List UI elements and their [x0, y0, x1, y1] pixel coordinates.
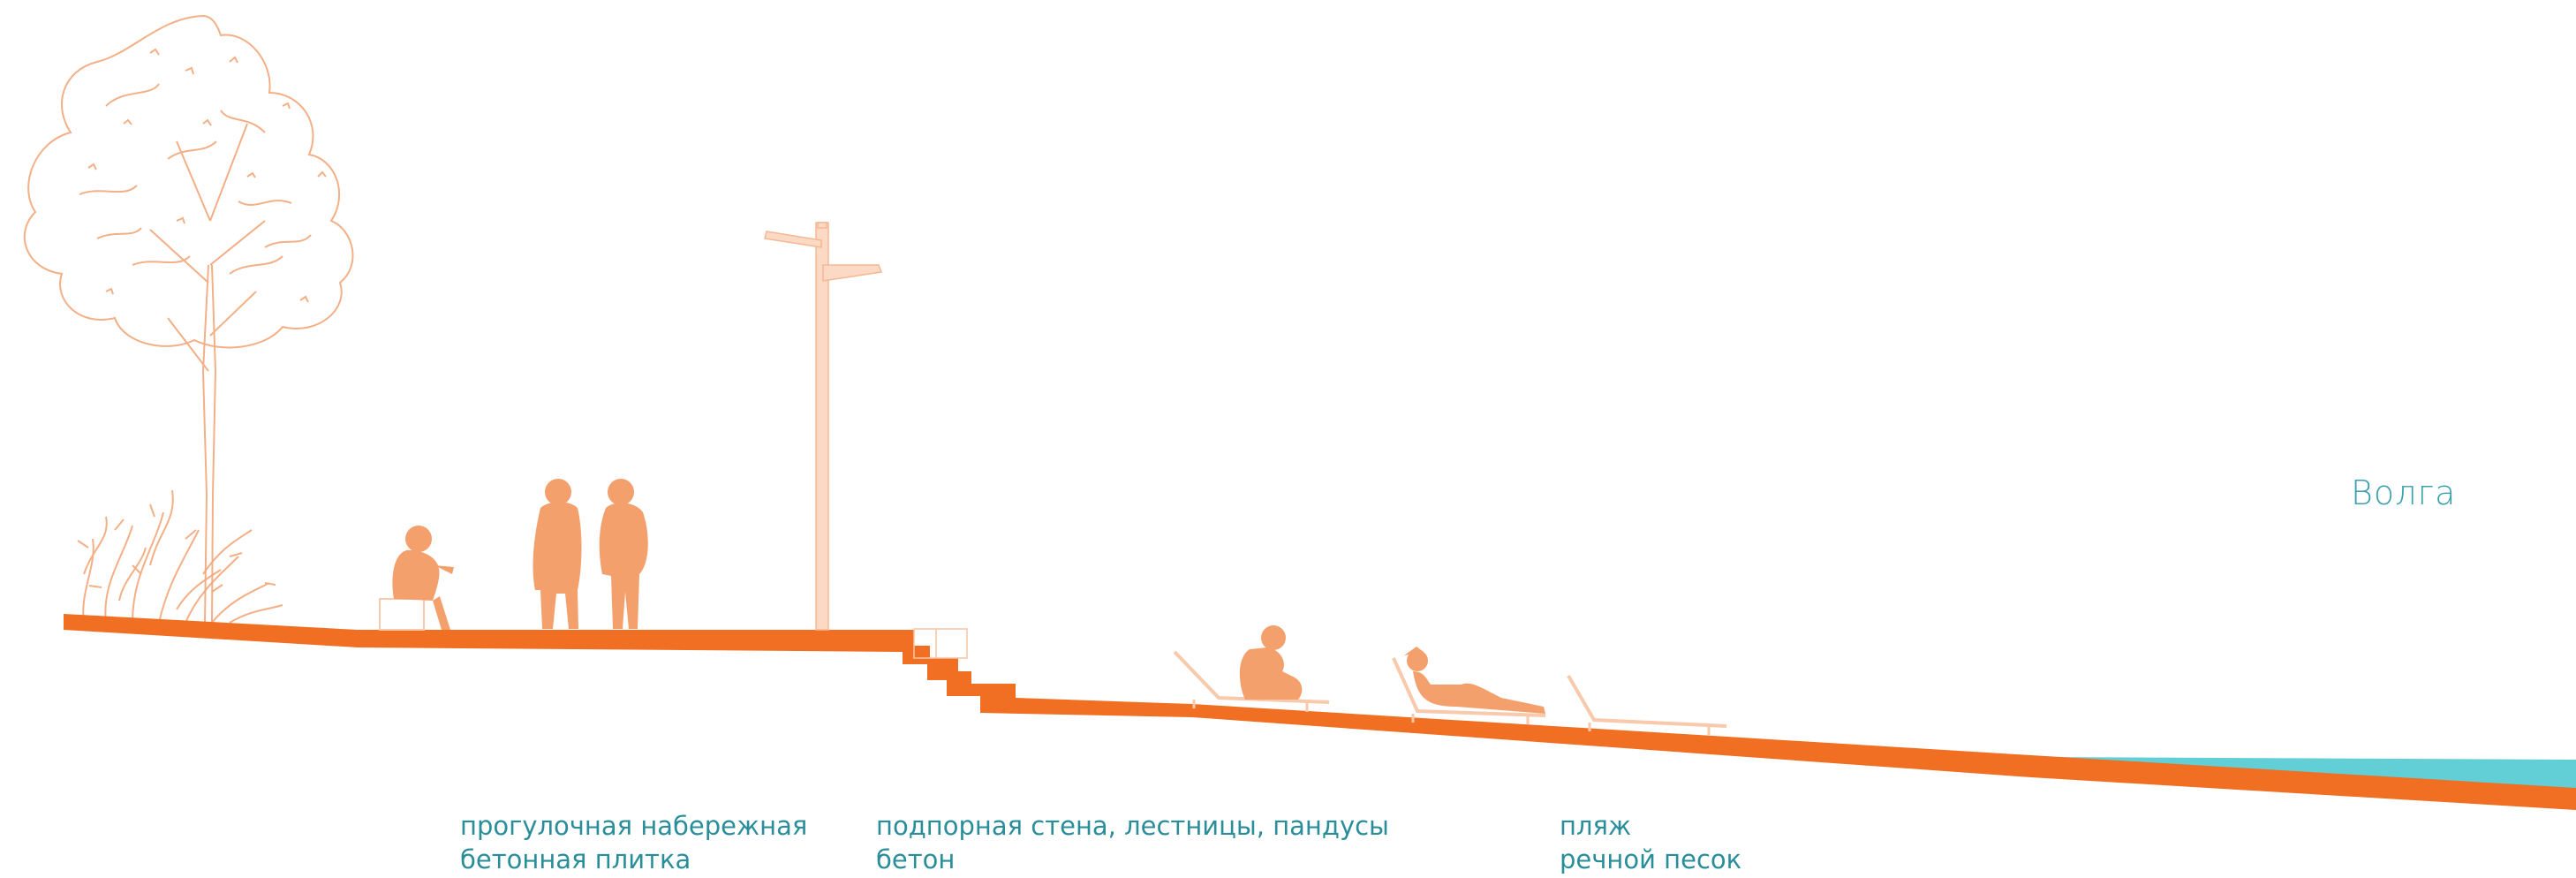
- walking-person-icon: [533, 479, 582, 629]
- zone-label-retaining-wall: подпорная стена, лестницы, пандусы бетон: [876, 809, 1389, 876]
- sun-lounger-icon: [1567, 674, 1727, 735]
- zone-name: прогулочная набережная: [460, 811, 808, 841]
- zone-label-beach: пляж речной песок: [1560, 809, 1741, 876]
- zone-label-promenade: прогулочная набережная бетонная плитка: [460, 809, 807, 876]
- zone-name: подпорная стена, лестницы, пандусы: [876, 811, 1389, 841]
- lamp-post-icon: [764, 222, 883, 631]
- shrub-icon: [77, 489, 283, 624]
- zone-material: бетон: [876, 844, 956, 874]
- tree-icon: [23, 14, 354, 624]
- seated-person-icon: [379, 526, 454, 631]
- sun-lounger-icon: [1392, 647, 1546, 724]
- walking-person-icon: [599, 479, 648, 629]
- water-label: Волга: [2351, 473, 2457, 512]
- retaining-wall: [913, 628, 968, 659]
- zone-name: пляж: [1560, 811, 1632, 841]
- zone-material: бетонная плитка: [460, 844, 691, 874]
- ground-section: [64, 614, 2576, 810]
- zone-material: речной песок: [1560, 844, 1742, 874]
- sun-lounger-icon: [1173, 625, 1330, 712]
